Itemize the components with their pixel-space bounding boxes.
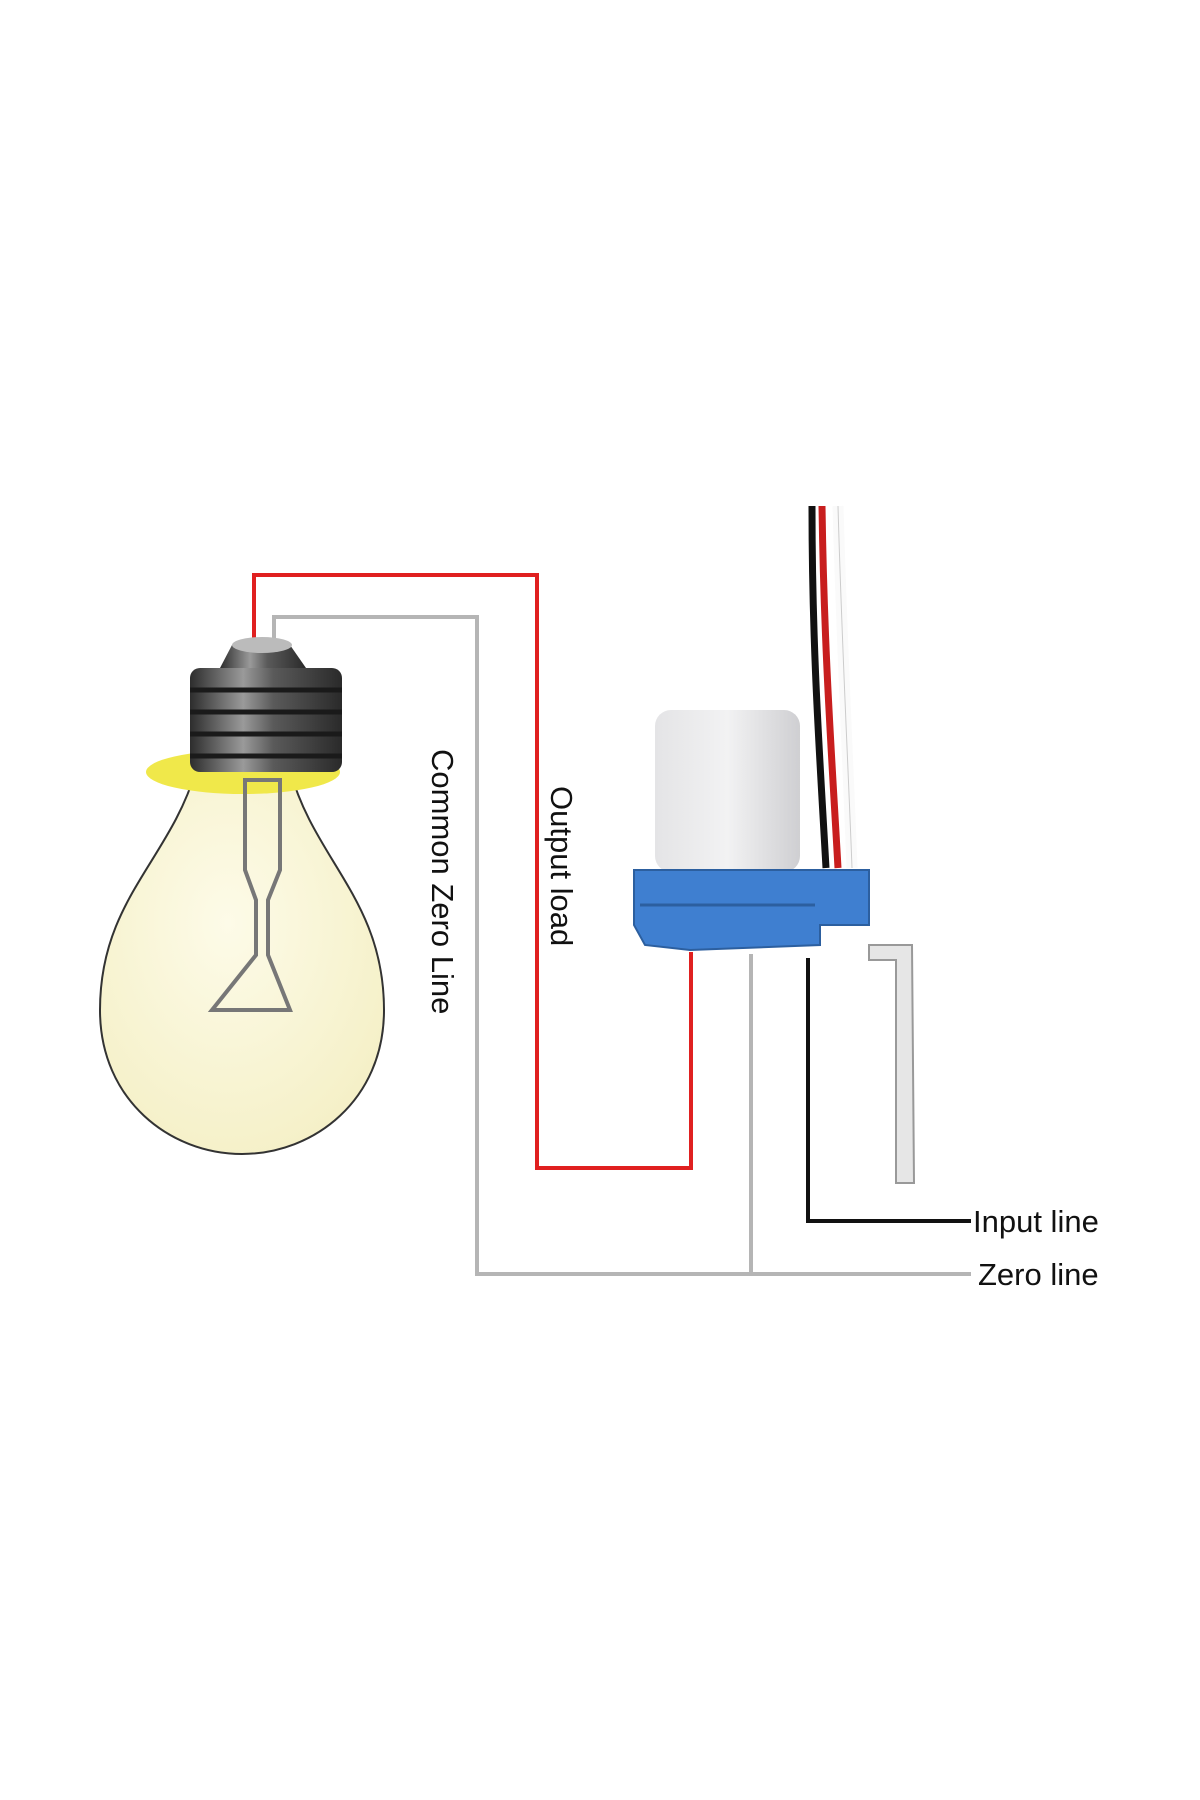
- input-line-label: Input line: [973, 1204, 1099, 1239]
- zero-line-label: Zero line: [978, 1257, 1099, 1292]
- output-load-wire: [252, 573, 693, 1170]
- common-zero-wire: [272, 615, 971, 1276]
- output-load-label: Output load: [544, 786, 579, 946]
- photocell-sensor-icon: [633, 505, 916, 1184]
- input-line-wire: [806, 958, 971, 1223]
- light-bulb-icon: [98, 637, 386, 1156]
- common-zero-line-label: Common Zero Line: [425, 749, 460, 1014]
